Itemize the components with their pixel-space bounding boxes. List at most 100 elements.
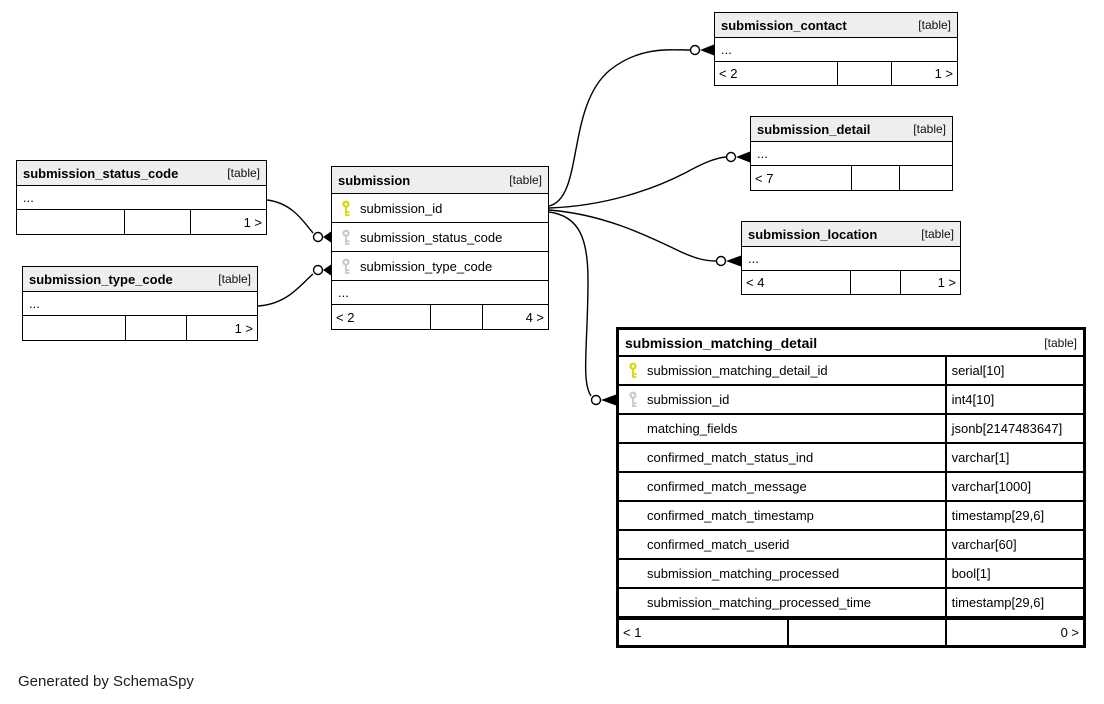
footer-mid <box>852 166 900 190</box>
footer-mid <box>789 620 947 645</box>
odot-location <box>715 255 727 267</box>
column-row: submission_type_code <box>332 252 548 281</box>
columns-ellipsis: ... <box>17 186 266 210</box>
table-tag: [table] <box>509 173 542 187</box>
column-row: confirmed_match_userid varchar[60] <box>619 531 1083 560</box>
column-name: submission_type_code <box>360 258 493 274</box>
column-type: serial[10] <box>951 363 1005 378</box>
table-header[interactable]: submission_status_code [table] <box>17 161 266 186</box>
column-name: submission_id <box>360 200 443 216</box>
edge-submission-to-location <box>548 209 717 262</box>
column-row: submission_id int4[10] <box>619 386 1083 415</box>
column-row: confirmed_match_status_ind varchar[1] <box>619 444 1083 473</box>
odot-detail <box>725 151 737 163</box>
table-title[interactable]: submission_detail <box>757 121 871 137</box>
column-name: matching_fields <box>647 421 738 436</box>
column-name: submission_id <box>647 392 730 407</box>
footer-children: < 2 <box>332 305 432 329</box>
foreign-key-icon <box>342 229 350 245</box>
odot-type <box>312 264 324 276</box>
column-row: confirmed_match_message varchar[1000] <box>619 473 1083 502</box>
table-title[interactable]: submission_matching_detail <box>625 334 818 351</box>
columns-ellipsis: ... <box>742 247 960 271</box>
arrow-location <box>726 255 741 267</box>
column-name: submission_status_code <box>360 229 503 245</box>
footer-children: < 7 <box>751 166 852 190</box>
table-title[interactable]: submission_type_code <box>29 271 173 287</box>
edge-submission-to-contact <box>548 49 691 207</box>
footer-children: < 4 <box>742 271 851 294</box>
table-submission[interactable]: submission [table] submission_id submiss… <box>331 166 549 330</box>
table-tag: [table] <box>913 122 946 136</box>
footer-children: < 1 <box>619 620 790 645</box>
table-submission_location[interactable]: submission_location [table] ... < 4 1 > <box>741 221 961 295</box>
footer-parents: 4 > <box>525 309 544 325</box>
column-type: varchar[1] <box>951 450 1010 465</box>
table-submission_status_code[interactable]: submission_status_code [table] ... 1 > <box>16 160 267 235</box>
table-submission_type_code[interactable]: submission_type_code [table] ... 1 > <box>22 266 258 341</box>
footer-mid <box>126 316 187 340</box>
column-type: varchar[1000] <box>951 479 1032 494</box>
column-name: submission_matching_processed <box>647 566 840 581</box>
table-submission_contact[interactable]: submission_contact [table] ... < 2 1 > <box>714 12 958 86</box>
column-type: timestamp[29,6] <box>951 595 1045 610</box>
table-title[interactable]: submission_contact <box>721 17 847 33</box>
edge-statuscode-to-submission <box>266 199 314 234</box>
column-row: confirmed_match_timestamp timestamp[29,6… <box>619 502 1083 531</box>
table-footer: 1 > <box>23 316 257 340</box>
foreign-key-icon <box>342 258 350 274</box>
footer-parents: 0 > <box>1060 625 1079 640</box>
column-name: confirmed_match_status_ind <box>647 450 814 465</box>
footer-parents <box>900 166 952 190</box>
column-name: confirmed_match_timestamp <box>647 508 814 523</box>
arrow-matching <box>601 394 616 406</box>
table-submission_detail[interactable]: submission_detail [table] ... < 7 <box>750 116 953 191</box>
footer-parents: 1 > <box>243 214 262 230</box>
table-tag: [table] <box>218 272 251 286</box>
column-row: matching_fields jsonb[2147483647] <box>619 415 1083 444</box>
table-title[interactable]: submission_location <box>748 226 878 242</box>
table-tag: [table] <box>921 227 954 241</box>
column-row: submission_matching_processed bool[1] <box>619 560 1083 589</box>
odot-matching <box>590 394 602 406</box>
footer-parents: 1 > <box>937 275 956 290</box>
column-type: jsonb[2147483647] <box>951 421 1063 436</box>
table-header[interactable]: submission_detail [table] <box>751 117 952 142</box>
generated-by-note: Generated by SchemaSpy <box>18 673 194 690</box>
arrow-status <box>323 231 331 243</box>
table-tag: [table] <box>227 166 260 180</box>
columns-ellipsis: ... <box>751 142 952 166</box>
column-name: confirmed_match_userid <box>647 537 790 552</box>
column-row: submission_status_code <box>332 223 548 252</box>
columns-ellipsis: ... <box>332 281 548 305</box>
table-title[interactable]: submission_status_code <box>23 165 179 181</box>
table-tag: [table] <box>918 18 951 32</box>
footer-children <box>17 210 126 234</box>
table-footer: < 4 1 > <box>742 271 960 294</box>
odot-contact <box>689 44 701 56</box>
column-name: submission_matching_detail_id <box>647 363 828 378</box>
column-type: bool[1] <box>951 566 991 581</box>
column-row: submission_matching_processed_time times… <box>619 589 1083 618</box>
footer-children <box>23 316 126 340</box>
table-header[interactable]: submission_matching_detail [table] <box>619 330 1083 357</box>
footer-mid <box>431 305 484 329</box>
table-header[interactable]: submission_type_code [table] <box>23 267 257 292</box>
table-header[interactable]: submission [table] <box>332 167 548 194</box>
footer-children: < 2 <box>715 62 839 85</box>
table-footer: 1 > <box>17 210 266 234</box>
table-tag: [table] <box>1044 335 1077 350</box>
column-name: confirmed_match_message <box>647 479 807 494</box>
table-header[interactable]: submission_location [table] <box>742 222 960 247</box>
primary-key-icon <box>629 362 637 378</box>
table-footer: < 2 1 > <box>715 62 957 85</box>
table-header[interactable]: submission_contact [table] <box>715 13 957 38</box>
table-title[interactable]: submission <box>338 172 411 188</box>
edge-submission-to-detail <box>548 156 727 209</box>
footer-mid <box>125 210 192 234</box>
footer-parents: 1 > <box>234 320 253 336</box>
table-submission_matching_detail[interactable]: submission_matching_detail [table] submi… <box>616 327 1086 648</box>
columns-ellipsis: ... <box>715 38 957 62</box>
column-type: timestamp[29,6] <box>951 508 1045 523</box>
arrow-contact <box>700 44 714 56</box>
